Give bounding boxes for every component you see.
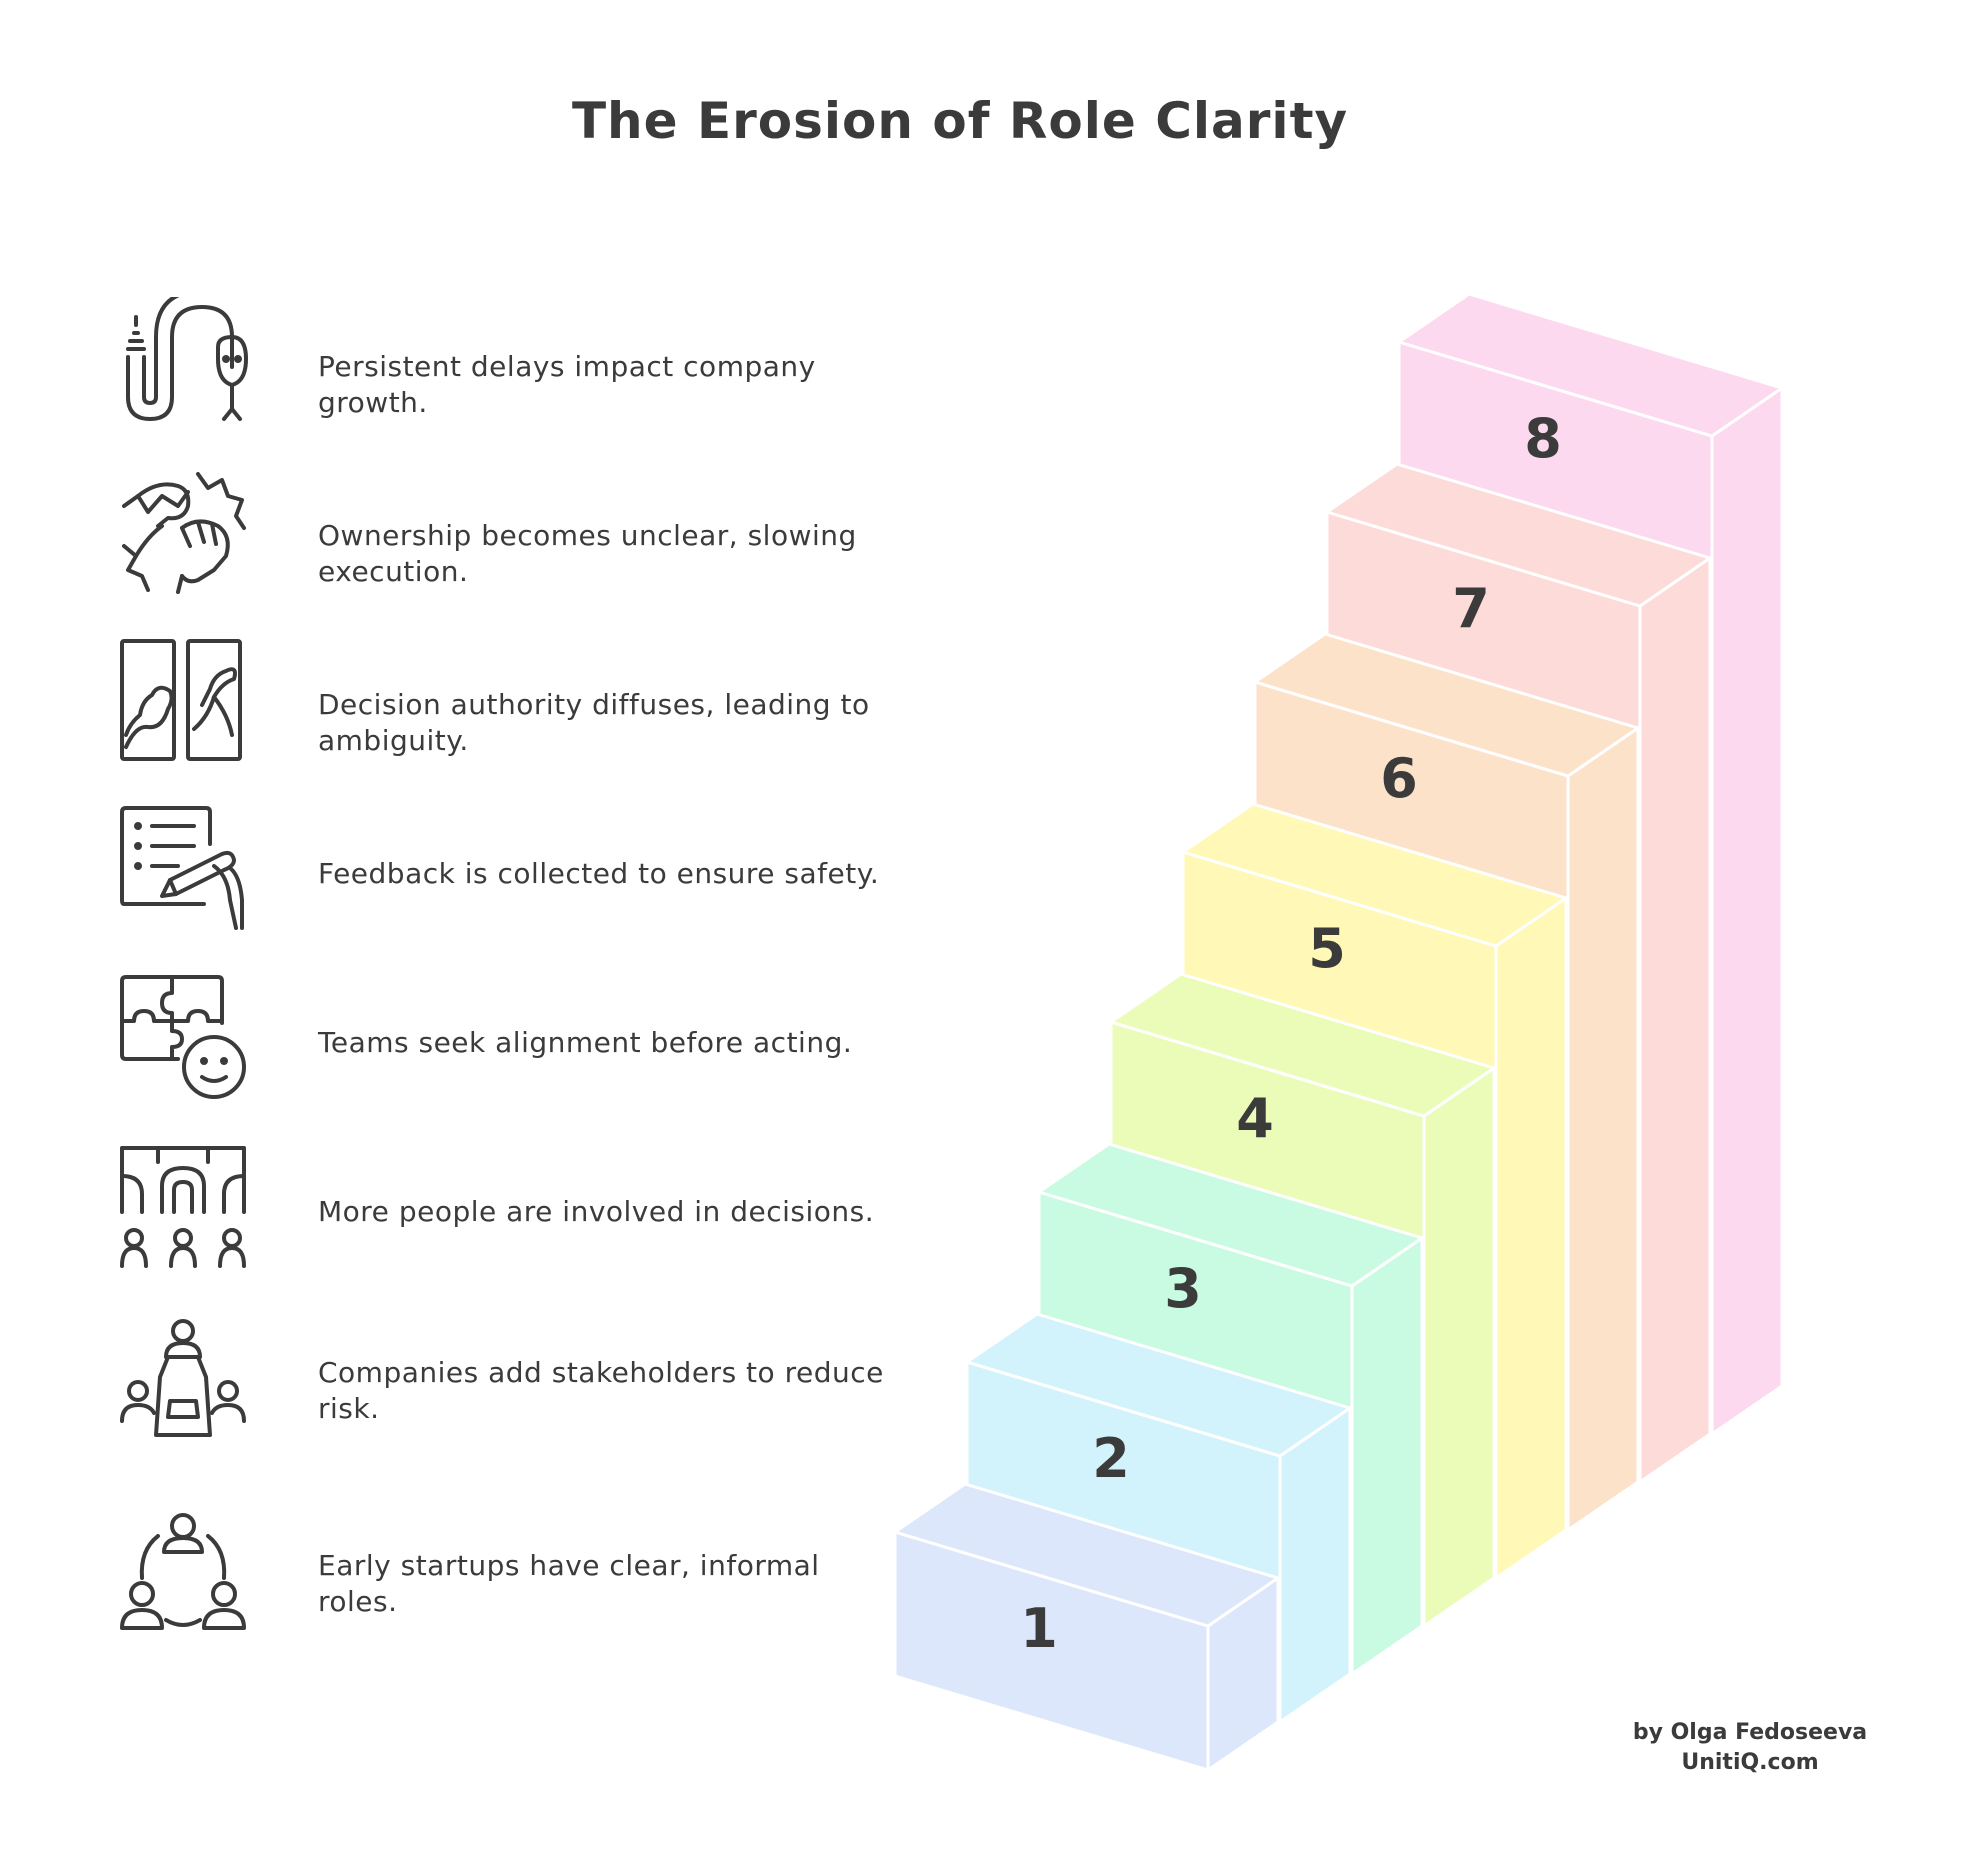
step-6-side [1566, 726, 1640, 1532]
diagram-title: The Erosion of Role Clarity [571, 92, 1349, 150]
step-3-top [1037, 1142, 1424, 1288]
step-1-text: Early startups have clear, informal role… [318, 1549, 820, 1618]
people-network-icon [118, 1142, 248, 1272]
step-4-side [1422, 1066, 1496, 1628]
reaching-hands-icon [118, 466, 248, 596]
step-5-side [1494, 896, 1568, 1580]
step-4-number: 4 [1236, 1087, 1274, 1150]
step-8-top [1397, 292, 1784, 438]
checklist-pen-icon [118, 804, 248, 934]
step-3-side [1350, 1236, 1424, 1676]
step-7-number: 7 [1452, 577, 1490, 640]
step-2-number: 2 [1092, 1427, 1130, 1490]
puzzle-face-icon [118, 973, 248, 1103]
step-2-text: Companies add stakeholders to reduce ris… [318, 1356, 884, 1425]
step-6-number: 6 [1380, 747, 1418, 810]
step-5-top [1181, 802, 1568, 948]
step-1-top [893, 1482, 1280, 1628]
step-1: 1 [893, 1482, 1280, 1772]
step-3-text: More people are involved in decisions. [318, 1195, 875, 1228]
credit: by Olga Fedoseeva UnitiQ.com [1560, 1718, 1940, 1778]
step-7-side [1638, 556, 1712, 1484]
credit-author: by Olga Fedoseeva [1632, 1720, 1868, 1745]
step-1-number: 1 [1020, 1597, 1058, 1660]
step-6-top [1253, 632, 1640, 778]
step-8-text: Persistent delays impact company growth. [318, 350, 816, 419]
step-4-top [1109, 972, 1496, 1118]
step-5-number: 5 [1308, 917, 1346, 980]
step-7-top [1325, 462, 1712, 608]
split-panels-icon [118, 635, 248, 765]
snake-icon [118, 297, 248, 427]
step-8-number: 8 [1524, 407, 1562, 470]
step-5-text: Feedback is collected to ensure safety. [318, 857, 880, 890]
step-8-side [1710, 386, 1784, 1436]
step-2-side [1278, 1406, 1352, 1724]
step-4-text: Teams seek alignment before acting. [318, 1026, 853, 1059]
step-3-number: 3 [1164, 1257, 1202, 1320]
step-2-top [965, 1312, 1352, 1458]
credit-site: UnitiQ.com [1681, 1750, 1819, 1775]
step-6-text: Decision authority diffuses, leading to … [318, 688, 870, 757]
meeting-table-icon [118, 1311, 248, 1441]
team-circle-icon [118, 1508, 248, 1638]
step-7-text: Ownership becomes unclear, slowing execu… [318, 519, 857, 588]
